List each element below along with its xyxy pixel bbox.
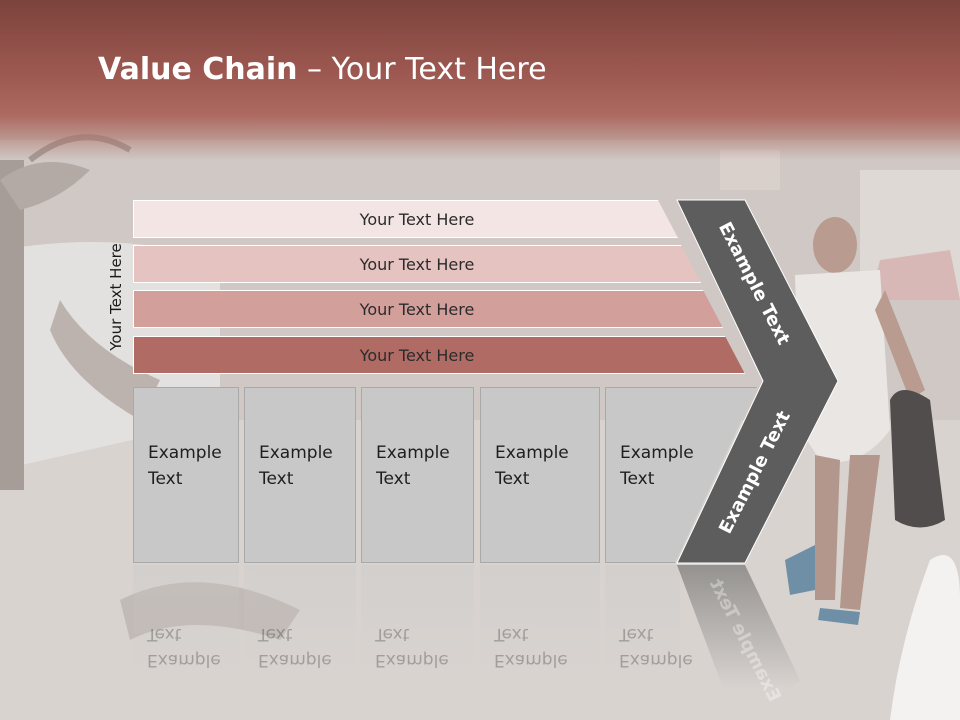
activity-box-label: Example Text bbox=[259, 443, 333, 489]
value-chain-bar: Your Text Here bbox=[133, 336, 745, 374]
value-chain-bar: Your Text Here bbox=[133, 245, 701, 283]
activity-box-reflection-label: Example Text bbox=[619, 624, 693, 670]
value-chain-bar: Your Text Here bbox=[133, 290, 723, 328]
vertical-axis-label: Your Text Here bbox=[107, 243, 125, 351]
activity-box: Example Text bbox=[244, 387, 356, 563]
bar-label: Your Text Here bbox=[359, 299, 475, 319]
activity-box-reflection-label: Example Text bbox=[147, 624, 221, 670]
bar-label: Your Text Here bbox=[359, 345, 475, 365]
title-band bbox=[0, 0, 960, 160]
activity-box-reflection: Example Text bbox=[133, 565, 239, 715]
activity-box-label: Example Text bbox=[620, 443, 694, 489]
bar-label: Your Text Here bbox=[359, 209, 475, 229]
activity-box-label: Example Text bbox=[376, 443, 450, 489]
value-chain-bar: Your Text Here bbox=[133, 200, 678, 238]
activity-box-label: Example Text bbox=[495, 443, 569, 489]
activity-box: Example Text bbox=[480, 387, 600, 563]
activity-box: Example Text bbox=[133, 387, 239, 563]
activity-box-reflection-label: Example Text bbox=[375, 624, 449, 670]
activity-box-reflection-label: Example Text bbox=[258, 624, 332, 670]
activity-box-reflection: Example Text bbox=[244, 565, 356, 715]
bar-label: Your Text Here bbox=[359, 254, 475, 274]
activity-box-reflection: Example Text bbox=[605, 565, 693, 715]
activity-box-reflection: Example Text bbox=[480, 565, 600, 715]
activity-box: Example Text bbox=[361, 387, 474, 563]
title-rest: – Your Text Here bbox=[297, 52, 547, 87]
activity-box-label: Example Text bbox=[148, 443, 222, 489]
activity-box-reflection: Example Text bbox=[361, 565, 474, 715]
activity-box-reflection-label: Example Text bbox=[494, 624, 568, 670]
slide-title: Value Chain – Your Text Here bbox=[98, 52, 547, 87]
title-bold: Value Chain bbox=[98, 52, 298, 87]
